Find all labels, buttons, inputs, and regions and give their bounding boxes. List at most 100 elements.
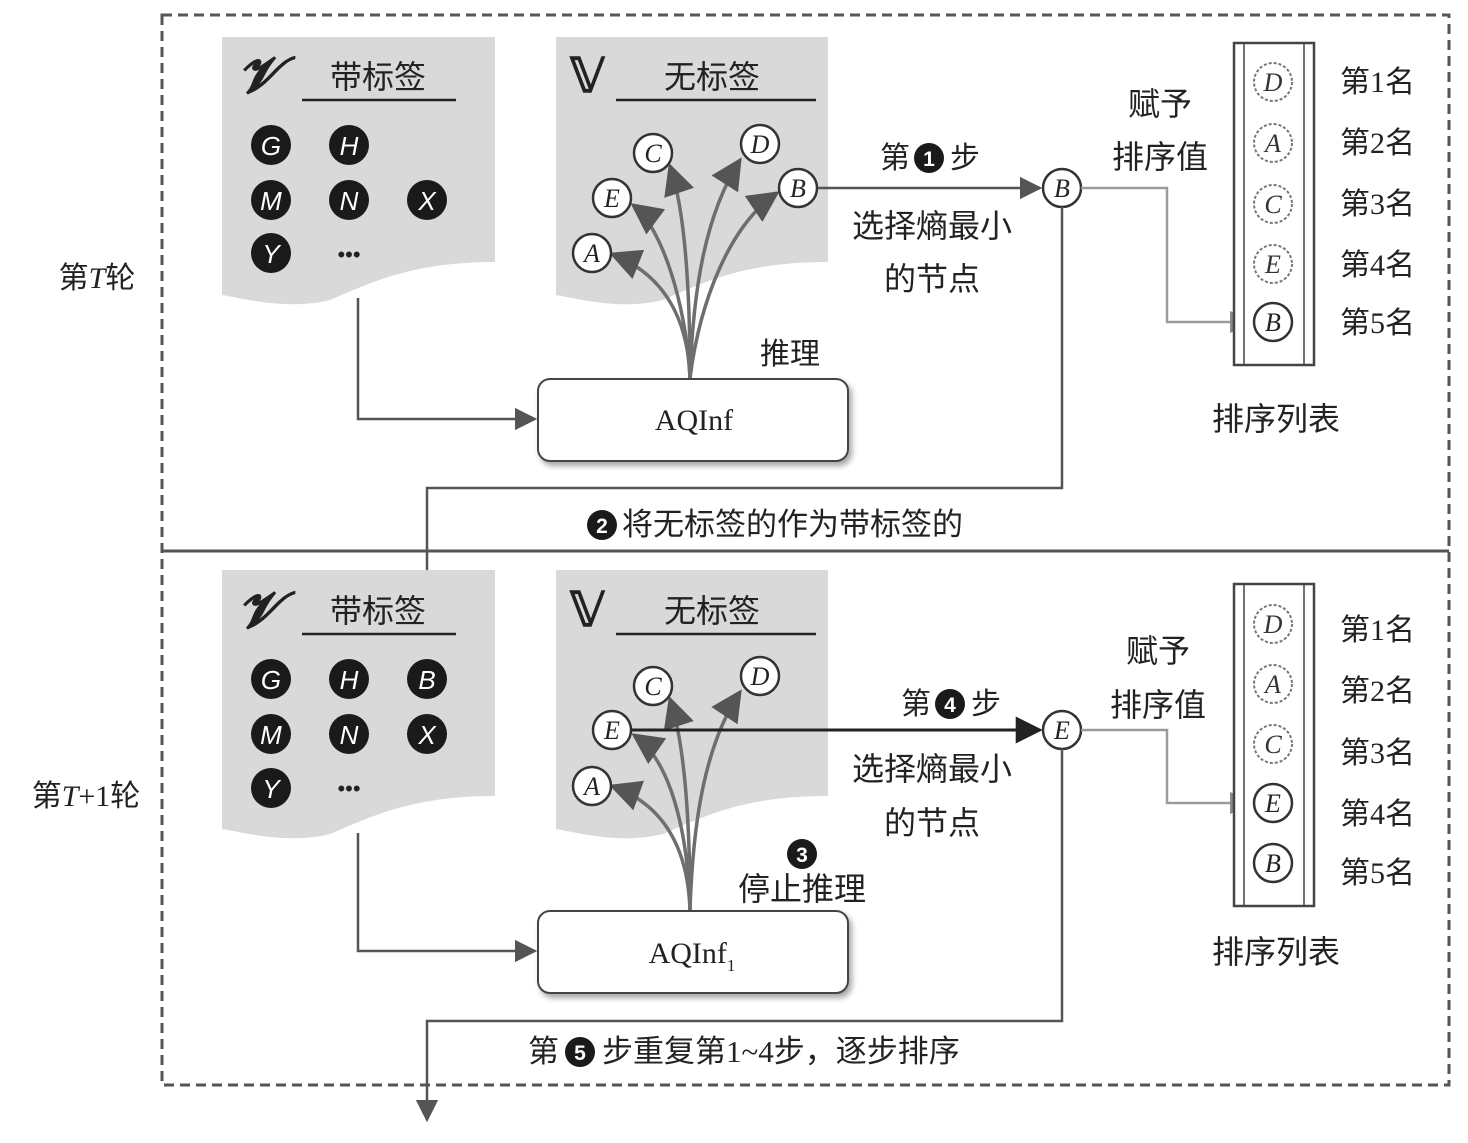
svg-text:第4名: 第4名 — [1340, 249, 1415, 282]
round1-select-line1: 选择熵最小 — [852, 208, 1012, 244]
round2-ranking-labels: 第1名 第2名 第3名 第4名 第5名 — [1340, 614, 1415, 890]
node-a — [571, 232, 613, 274]
svg-text:B: B — [790, 174, 806, 203]
svg-text:C: C — [644, 139, 662, 168]
node-d — [739, 123, 781, 165]
step3-badge — [787, 839, 817, 869]
round2-unlabeled-nodes: C D E A — [571, 655, 781, 807]
svg-text:E: E — [1053, 716, 1070, 745]
round2-assign-line2: 排序值 — [1110, 687, 1206, 723]
node-d — [739, 655, 781, 697]
round1-assign-arrow — [1081, 186, 1253, 334]
node-n — [329, 714, 369, 754]
node-x — [407, 714, 447, 754]
node-m — [251, 714, 291, 754]
round2-select-line2: 的节点 — [884, 805, 980, 841]
round2-select-line1: 选择熵最小 — [852, 751, 1012, 787]
round2-model-label: AQInf1 — [649, 937, 736, 975]
svg-text:C: C — [1264, 190, 1282, 219]
node-m — [251, 180, 291, 220]
round1-labeled-to-model-arrow — [356, 298, 538, 431]
node-a — [571, 765, 613, 807]
rank-node-b — [1252, 842, 1294, 884]
step2-label: 将无标签的作为带标签的 — [622, 507, 963, 542]
svg-text:3: 3 — [796, 844, 808, 867]
round1-model-box — [537, 378, 849, 462]
svg-text:D: D — [750, 130, 770, 159]
node-n — [329, 180, 369, 220]
svg-text:C: C — [644, 672, 662, 701]
round1-assign-line1: 赋予 — [1128, 86, 1192, 122]
node-y — [251, 768, 291, 808]
node-h — [329, 125, 369, 165]
svg-text:A: A — [582, 239, 600, 268]
rank-node-c — [1253, 724, 1293, 764]
svg-text:第2名: 第2名 — [1340, 127, 1415, 160]
svg-text:A: A — [582, 772, 600, 801]
svg-text:A: A — [1263, 670, 1281, 699]
round2-unlabeled-header: 无标签 — [664, 593, 760, 629]
svg-text:第2名: 第2名 — [1340, 675, 1415, 708]
round2-assign-line1: 赋予 — [1126, 633, 1190, 669]
svg-text:B: B — [1054, 174, 1070, 203]
step5-connector — [415, 749, 1064, 1123]
svg-text:E: E — [1264, 789, 1281, 818]
round2-step4-label: 第步 — [901, 688, 1001, 721]
round1-unlabeled-symbol: 𝕍 — [569, 50, 606, 103]
node-c — [632, 665, 674, 707]
round2-labeled-header: 带标签 — [330, 593, 426, 629]
svg-text:D: D — [750, 662, 770, 691]
round2-ellipsis: ••• — [337, 776, 360, 801]
round1-inference-arrows — [609, 157, 780, 379]
rank-node-e — [1253, 244, 1293, 284]
rank-node-e — [1252, 782, 1294, 824]
svg-text:X: X — [417, 720, 437, 750]
rank-node-d — [1253, 604, 1293, 644]
svg-text:H: H — [340, 131, 359, 161]
step2-badge — [587, 510, 617, 540]
round1-label: 第T轮 — [59, 262, 136, 295]
node-x — [407, 180, 447, 220]
svg-text:G: G — [261, 665, 281, 695]
round2-labeled-nodes: G H B M N X Y ••• — [251, 659, 447, 808]
rank-node-c — [1253, 184, 1293, 224]
svg-text:C: C — [1264, 730, 1282, 759]
round1-reasoning-label: 推理 — [760, 338, 820, 371]
svg-text:1: 1 — [923, 148, 935, 171]
round1-labeled-header: 带标签 — [330, 59, 426, 95]
svg-text:B: B — [1265, 849, 1281, 878]
rank-node-d — [1253, 62, 1293, 102]
round1-ranking-nodes: D A C E B — [1252, 62, 1294, 343]
round1-assign-line2: 排序值 — [1112, 139, 1208, 175]
svg-text:Y: Y — [262, 774, 281, 804]
svg-text:第5名: 第5名 — [1340, 857, 1415, 890]
round2-step4-badge — [935, 689, 965, 719]
round1-ranking-labels: 第1名 第2名 第3名 第4名 第5名 — [1340, 66, 1415, 340]
svg-text:D: D — [1263, 610, 1283, 639]
step5-prefix: 第 — [528, 1034, 559, 1069]
round1-labeled-nodes: G H M N X Y ••• — [251, 125, 447, 273]
svg-text:Y: Y — [262, 239, 281, 269]
round1-unlabeled-header: 无标签 — [664, 59, 760, 95]
step5-badge — [565, 1037, 595, 1067]
svg-text:N: N — [340, 186, 359, 216]
svg-text:第3名: 第3名 — [1340, 188, 1415, 221]
step5-label: 步重复第1~4步，逐步排序 — [602, 1034, 960, 1069]
round2-labeled-to-model-arrow — [356, 833, 538, 963]
round2-label: 第T+1轮 — [32, 780, 141, 813]
round1-labeled-panel — [222, 37, 495, 305]
svg-text:4: 4 — [944, 694, 956, 717]
svg-text:B: B — [418, 665, 435, 695]
svg-text:E: E — [1264, 250, 1281, 279]
svg-text:第3名: 第3名 — [1340, 737, 1415, 770]
rank-node-b — [1252, 301, 1294, 343]
node-e — [591, 177, 633, 219]
rank-node-a — [1253, 123, 1293, 163]
svg-text:E: E — [603, 716, 620, 745]
round1-ellipsis: ••• — [337, 242, 360, 267]
svg-text:D: D — [1263, 68, 1283, 97]
svg-text:第5名: 第5名 — [1340, 307, 1415, 340]
svg-text:G: G — [261, 131, 281, 161]
